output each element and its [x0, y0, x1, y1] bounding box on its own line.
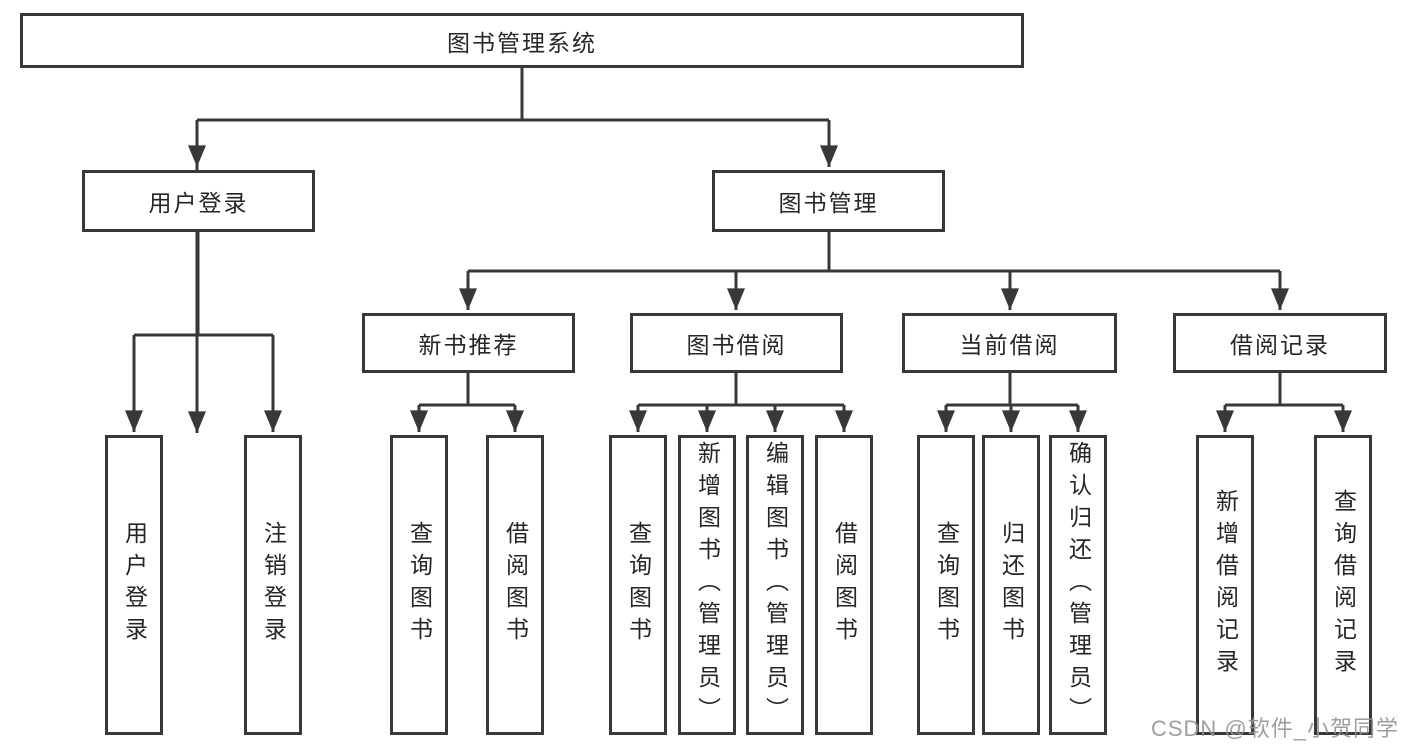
node-leaf-nb-borrow-books: 借阅图书: [486, 435, 544, 735]
node-leaf-br-add-record: 新增借阅记录: [1196, 435, 1254, 735]
node-leaf-bb-query-books: 查询图书: [609, 435, 667, 735]
node-leaf-bb-borrow-books: 借阅图书: [815, 435, 873, 735]
node-borrow-records: 借阅记录: [1173, 313, 1387, 373]
node-current-borrow: 当前借阅: [902, 313, 1117, 373]
node-leaf-cb-confirm-return-admin: 确认归还（管理员）: [1049, 435, 1107, 735]
csdn-watermark: CSDN @软件_小贺同学: [1150, 716, 1399, 741]
node-book-management: 图书管理: [712, 170, 945, 232]
node-leaf-logout: 注销登录: [244, 435, 302, 735]
node-leaf-nb-query-books: 查询图书: [390, 435, 448, 735]
node-leaf-bb-add-books-admin: 新增图书（管理员）: [678, 435, 736, 735]
node-leaf-bb-edit-books-admin: 编辑图书（管理员）: [746, 435, 804, 735]
node-leaf-cb-return-books: 归还图书: [982, 435, 1040, 735]
node-leaf-cb-query-books: 查询图书: [917, 435, 975, 735]
node-leaf-user-login: 用户登录: [105, 435, 163, 735]
node-user-login: 用户登录: [82, 170, 315, 232]
node-leaf-br-query-record: 查询借阅记录: [1314, 435, 1372, 735]
node-new-book-recommend: 新书推荐: [362, 313, 575, 373]
node-book-borrow: 图书借阅: [630, 313, 843, 373]
node-root: 图书管理系统: [20, 13, 1024, 68]
